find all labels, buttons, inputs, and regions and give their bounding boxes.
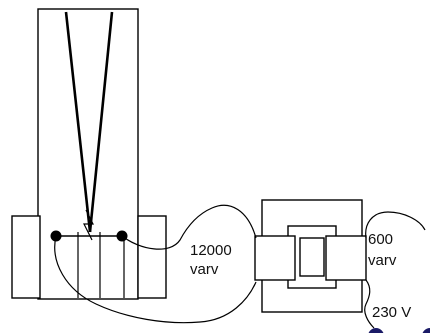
ladder-base-right	[137, 215, 167, 299]
primary-turns-value: 12000	[190, 242, 232, 259]
transformer-core-center-bar	[299, 237, 325, 277]
secondary-turns-value: 600	[368, 231, 393, 248]
ladder-base-left	[11, 215, 41, 299]
secondary-coil	[325, 235, 367, 281]
secondary-voltage-label: 230 V	[372, 304, 411, 321]
left-electrode	[64, 11, 92, 233]
wire-primary-top	[121, 204, 257, 250]
primary-turns-unit: varv	[190, 261, 219, 278]
ladder-housing	[37, 8, 139, 300]
output-terminal-right-icon	[422, 328, 430, 333]
primary-coil	[254, 235, 296, 281]
secondary-turns-unit: varv	[368, 252, 397, 269]
output-terminal-left-icon	[368, 328, 384, 333]
wire-secondary-top	[365, 211, 426, 239]
right-electrode	[88, 11, 114, 233]
spark-icon	[83, 209, 94, 241]
wire-primary-bottom	[54, 235, 257, 324]
wire-secondary-bottom	[364, 279, 375, 329]
